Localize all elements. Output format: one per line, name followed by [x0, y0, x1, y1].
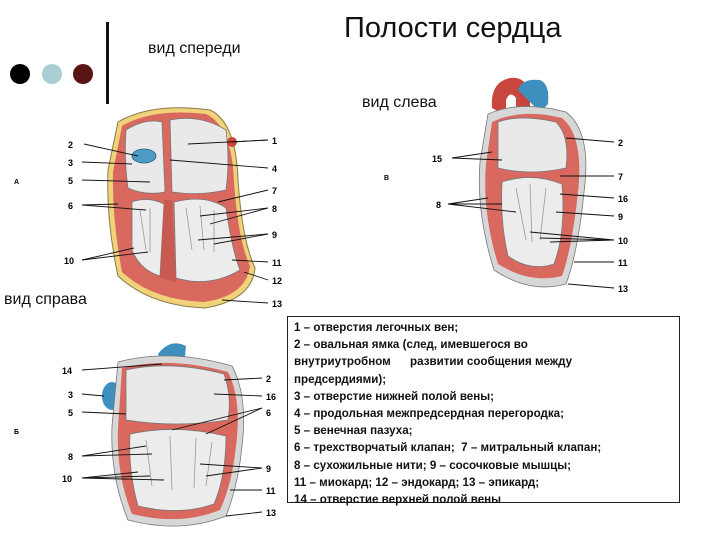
figure-b-right-label: 9 [266, 464, 271, 474]
atrium-left-cavity [169, 117, 229, 194]
legend-line: 1 – отверстия легочных вен; [294, 321, 459, 334]
figure-b-left-label: 3 [68, 390, 73, 400]
chordae-tendineae [139, 205, 215, 252]
figure-b-right-label: 16 [266, 392, 276, 402]
figure-v-right-label: 13 [618, 284, 628, 294]
decor-dot-dark-red [73, 64, 93, 84]
figure-a-right-label: 8 [272, 204, 277, 214]
figure-b-right-label: 13 [266, 508, 276, 518]
figure-b-right-label: 2 [266, 374, 271, 384]
legend-line: предсердиями); [294, 372, 387, 386]
figure-b-right-label: 11 [266, 486, 276, 496]
heart-figure-a: А 2 3 5 6 10 1 4 7 8 9 11 12 13 [14, 107, 282, 309]
panel-letter-a: А [14, 179, 19, 186]
interventricular-septum [160, 200, 176, 282]
heart-figure-v: В 15 8 2 7 16 9 10 11 13 [384, 77, 628, 294]
figure-a-left-label: 3 [68, 158, 73, 168]
leader-lines-v [447, 137, 615, 289]
figure-v-left-label: 8 [436, 200, 441, 210]
figure-b-left-label: 10 [62, 474, 72, 484]
figure-b-left-label: 14 [62, 366, 72, 376]
atrium-left-cavity [497, 117, 568, 173]
heart-figure-b: Б 14 3 5 8 10 2 16 6 9 11 13 [14, 343, 276, 527]
figure-v-right-label: 10 [618, 236, 628, 246]
label-view-front: вид спереди [148, 40, 241, 57]
panel-letter-v: В [384, 175, 389, 182]
figure-v-right-label: 2 [618, 138, 623, 148]
figure-a-right-label: 11 [272, 258, 282, 268]
page-title: Полости сердца [344, 12, 562, 44]
figure-v-right-label: 9 [618, 212, 623, 222]
figure-a-left-label: 5 [68, 176, 73, 186]
decor-vertical-bar [106, 22, 109, 104]
legend-line: 14 – отверстие верхней полой вены [294, 493, 502, 507]
figure-a-right-label: 7 [272, 186, 277, 196]
chordae-tendineae [145, 435, 213, 491]
atrium-right-cavity [125, 365, 230, 425]
figure-b-right-label: 6 [266, 408, 271, 418]
ventricle-right-cavity [131, 199, 165, 277]
legend-line: 3 – отверстие нижней полой вены; [294, 389, 495, 403]
panel-letter-b: Б [14, 429, 19, 436]
figure-a-left-label: 10 [64, 256, 74, 266]
figure-a-right-label: 4 [272, 164, 277, 174]
legend-box: 1 – отверстия легочных вен; 2 – овальная… [287, 316, 680, 506]
figure-a-left-label: 6 [68, 201, 73, 211]
figure-b-left-label: 5 [68, 408, 73, 418]
legend-line: 6 – трехстворчатый клапан; 7 – митральны… [294, 441, 602, 455]
legend-line: 11 – миокард; 12 – эндокард; 13 – эпикар… [294, 475, 540, 489]
figure-a-right-label: 12 [272, 276, 282, 286]
ventricle-right-cavity [129, 429, 227, 511]
oval-fossa [131, 148, 157, 164]
ventricle-left-cavity [501, 177, 564, 268]
figure-v-right-label: 11 [618, 258, 628, 268]
leader-lines-b [81, 363, 263, 517]
figure-a-right-label: 1 [272, 136, 277, 146]
decor-dot-black [10, 64, 30, 84]
label-view-right: вид справа [4, 291, 87, 308]
legend-line: 8 – сухожильные нити; 9 – сосочковые мыш… [294, 458, 572, 472]
figure-v-right-label: 7 [618, 172, 623, 182]
decor-dot-light-blue [42, 64, 62, 84]
figure-v-right-label: 16 [618, 194, 628, 204]
legend-line: 2 – овальная ямка (след, имевшегося во [294, 338, 528, 352]
figure-a-left-label: 2 [68, 140, 73, 150]
legend-line: внутриутробном развитии сообщения между [294, 355, 573, 369]
figure-b-left-label: 8 [68, 452, 73, 462]
legend-line: 5 – венечная пазуха; [294, 424, 413, 438]
figure-v-left-label: 15 [432, 154, 442, 164]
legend-line: 4 – продольная межпредсердная перегородк… [294, 407, 564, 421]
figure-a-right-label: 9 [272, 230, 277, 240]
pulmonary-trunk-vessel [518, 79, 549, 112]
leader-lines-a [81, 139, 269, 304]
ventricle-left-cavity [173, 198, 241, 282]
label-view-left: вид слева [362, 94, 437, 111]
figure-a-right-label: 13 [272, 299, 282, 309]
